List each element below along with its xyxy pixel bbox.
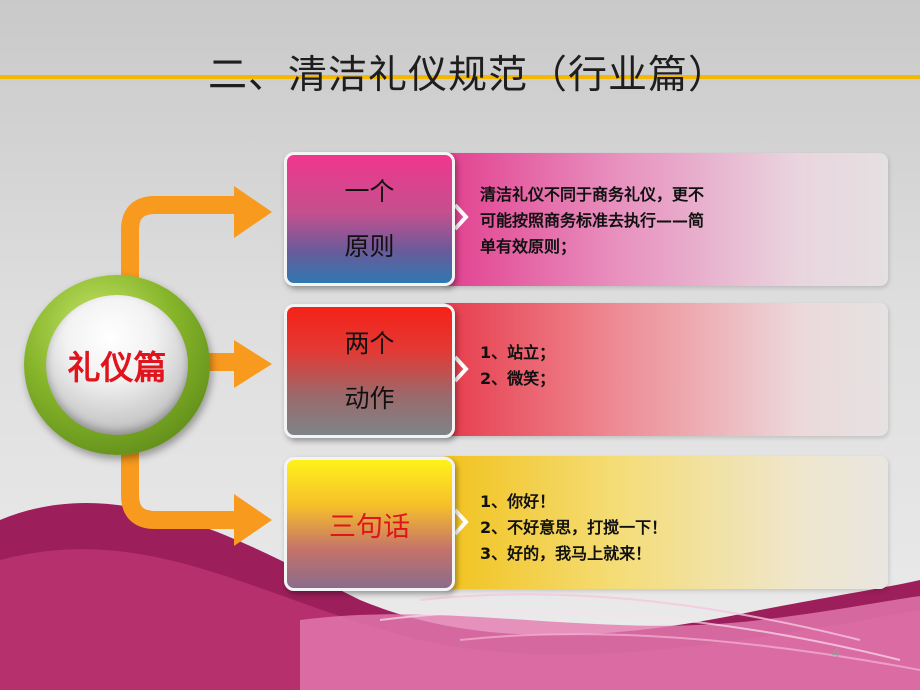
- principle-card-line1: 一个: [344, 177, 395, 206]
- hub-inner-sphere: 礼仪篇: [46, 295, 188, 435]
- actions-description: 1、站立； 2、微笑；: [480, 340, 555, 392]
- action-item: 1、站立；: [480, 343, 556, 362]
- principle-text-line: 单有效原则；: [480, 237, 577, 256]
- hub-circle: 礼仪篇: [24, 275, 210, 455]
- arrow-to-phrases-icon: [121, 405, 240, 529]
- phrase-item: 3、好的，我马上就来！: [480, 544, 652, 563]
- phrase-item: 1、你好！: [480, 492, 556, 511]
- phrase-item: 2、不好意思，打搅一下！: [480, 518, 668, 537]
- action-item: 2、微笑；: [480, 369, 556, 388]
- actions-card-line2: 动作: [344, 384, 395, 413]
- chevron-right-icon: [453, 355, 469, 383]
- hub-label: 礼仪篇: [67, 348, 167, 387]
- phrases-band: [440, 456, 888, 589]
- title-underline: [0, 75, 920, 79]
- principle-description: 清洁礼仪不同于商务礼仪，更不 可能按照商务标准去执行——简 单有效原则；: [480, 182, 790, 260]
- actions-card-line1: 两个: [344, 329, 395, 358]
- principle-text-line: 清洁礼仪不同于商务礼仪，更不: [480, 185, 705, 204]
- arrow-to-principle-icon: [121, 196, 240, 320]
- slide-title: 二、清洁礼仪规范（行业篇）: [208, 53, 729, 98]
- principle-band: [440, 153, 888, 286]
- actions-card: 两个 动作: [284, 304, 455, 438]
- principle-card: 一个 原则: [284, 152, 455, 286]
- page-number: 4: [832, 644, 840, 660]
- chevron-right-icon: [453, 508, 469, 536]
- principle-card-line2: 原则: [344, 232, 395, 261]
- chevron-right-icon: [453, 203, 469, 231]
- phrases-card-label: 三句话: [329, 511, 410, 543]
- phrases-card: 三句话: [284, 457, 455, 591]
- actions-band: [440, 303, 888, 436]
- phrases-description: 1、你好！ 2、不好意思，打搅一下！ 3、好的，我马上就来！: [480, 489, 667, 567]
- principle-text-line: 可能按照商务标准去执行——简: [480, 211, 705, 230]
